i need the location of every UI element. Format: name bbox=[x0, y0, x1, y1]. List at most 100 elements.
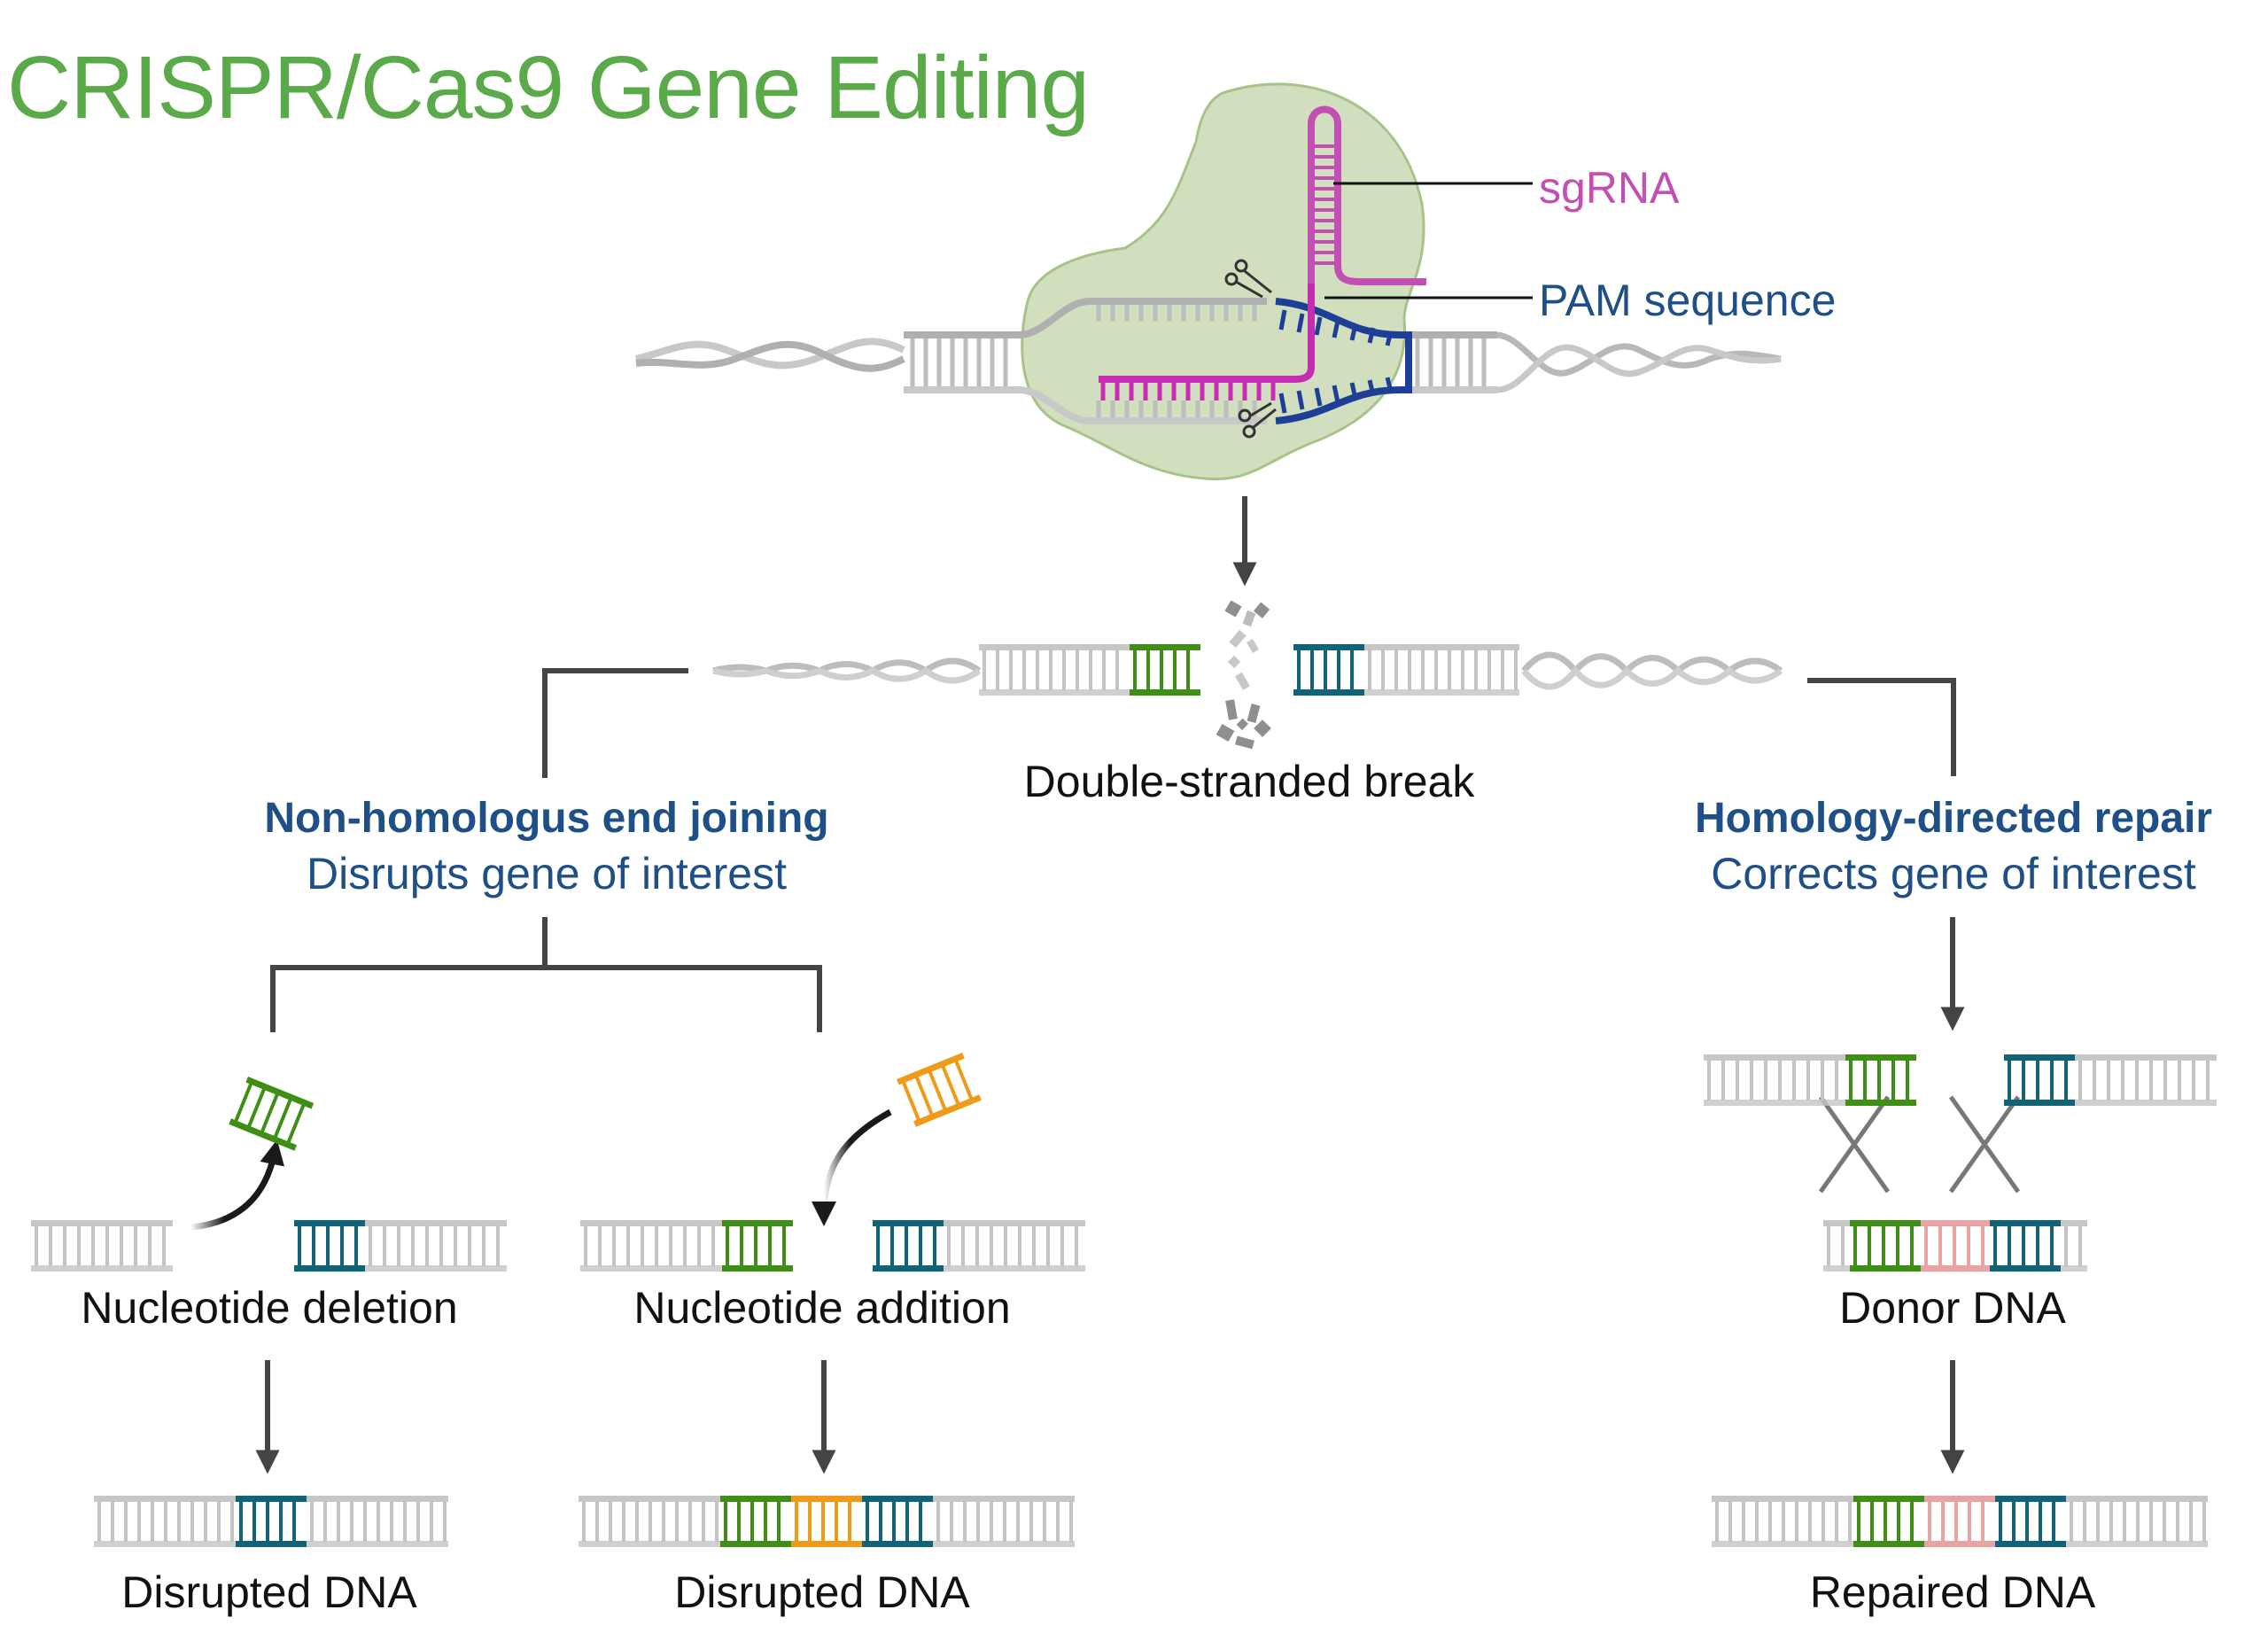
ladder-rail bbox=[307, 1496, 448, 1502]
inserted-fragment bbox=[897, 1053, 982, 1127]
deletion-result-label: Disrupted DNA bbox=[121, 1567, 417, 1617]
broken-dna bbox=[712, 644, 1783, 696]
ladder-rail bbox=[873, 1220, 944, 1226]
ladder-rail bbox=[1850, 1265, 1921, 1272]
scissors-icon bbox=[1224, 259, 1277, 439]
ladder-rail bbox=[791, 1496, 862, 1502]
ladder-rail bbox=[294, 1220, 365, 1226]
ladder-rung bbox=[234, 1083, 253, 1123]
ladder-rail bbox=[1823, 1220, 1850, 1226]
repaired-dna-strand bbox=[1712, 1496, 2208, 1547]
ladder-rail bbox=[1924, 1541, 1995, 1547]
ladder-rail bbox=[1850, 1220, 1921, 1226]
ladder-rail bbox=[1712, 1496, 1853, 1502]
ladder-rung bbox=[260, 1093, 279, 1133]
break-label: Double-stranded break bbox=[1023, 757, 1475, 806]
ladder-rail bbox=[365, 1220, 507, 1226]
ladder-rail bbox=[944, 1265, 1085, 1272]
ladder-rail bbox=[944, 1220, 1085, 1226]
ladder-rail bbox=[933, 1496, 1075, 1502]
hdr-title: Homology-directed repair bbox=[1694, 795, 2213, 842]
ladder-rail bbox=[2075, 1100, 2217, 1106]
pam-rung bbox=[1332, 320, 1340, 338]
pam-rung bbox=[1385, 331, 1394, 346]
ladder-rail bbox=[1853, 1541, 1924, 1547]
ladder-rail bbox=[365, 1265, 507, 1272]
sgrna-label: sgRNA bbox=[1539, 163, 1680, 213]
repaired-result-label: Repaired DNA bbox=[1809, 1567, 2096, 1617]
ladder-rail bbox=[720, 1496, 791, 1502]
hdr-left-strand bbox=[1704, 1054, 1916, 1106]
nhej-subtitle: Disrupts gene of interest bbox=[307, 849, 787, 898]
ladder-rung bbox=[954, 1060, 974, 1100]
ladder-rail bbox=[1364, 644, 1519, 650]
dna-ladders bbox=[31, 1053, 2217, 1547]
deleted-fragment bbox=[229, 1077, 315, 1151]
target-dna bbox=[635, 298, 1782, 424]
ladder-rail bbox=[1364, 689, 1519, 696]
ladder-rail bbox=[979, 689, 1130, 696]
ladder-rail bbox=[1924, 1496, 1995, 1502]
ladder-rail bbox=[294, 1265, 365, 1272]
ladder-rail bbox=[31, 1265, 173, 1272]
ladder-rail bbox=[2061, 1220, 2087, 1226]
helix-strand bbox=[1521, 651, 1783, 676]
ladder-rail bbox=[722, 1265, 793, 1272]
ladder-rail bbox=[1990, 1265, 2061, 1272]
ladder-rail bbox=[2004, 1054, 2075, 1061]
deletion-arrow bbox=[190, 1139, 284, 1231]
ladder-rail bbox=[2066, 1496, 2208, 1502]
ladder-rail bbox=[236, 1541, 307, 1547]
addition-right-strand bbox=[873, 1220, 1085, 1272]
ladder-rail bbox=[1130, 644, 1200, 650]
pam-rung bbox=[1278, 309, 1287, 331]
ladder-rail bbox=[94, 1541, 236, 1547]
ladder-rail bbox=[1704, 1100, 1845, 1106]
ladder-rail bbox=[897, 1053, 965, 1085]
ladder-rail bbox=[1995, 1496, 2066, 1502]
ladder-rail bbox=[1704, 1054, 1845, 1061]
pam-rung bbox=[1349, 323, 1358, 341]
ladder-rail bbox=[1845, 1054, 1916, 1061]
deletion-label: Nucleotide deletion bbox=[81, 1283, 458, 1333]
ladder-rail bbox=[1845, 1100, 1916, 1106]
nhej-title: Non-homologus end joining bbox=[264, 795, 829, 842]
ladder-rail bbox=[1130, 689, 1200, 696]
ladder-rail bbox=[2066, 1541, 2208, 1547]
addition-result-strand bbox=[579, 1496, 1075, 1547]
ladder-rail bbox=[979, 644, 1130, 650]
ladder-rail bbox=[1853, 1496, 1924, 1502]
ladder-rail bbox=[579, 1496, 720, 1502]
break-right-end bbox=[1293, 644, 1519, 696]
ladder-rail bbox=[31, 1220, 173, 1226]
ladder-rail bbox=[791, 1541, 862, 1547]
ladder-rail bbox=[229, 1118, 298, 1151]
ladder-rail bbox=[236, 1496, 307, 1502]
deletion-result-strand bbox=[94, 1496, 448, 1547]
ladder-rung bbox=[941, 1065, 960, 1105]
addition-result-label: Disrupted DNA bbox=[674, 1567, 970, 1617]
ladder-rail bbox=[1293, 644, 1364, 650]
hdr-connector bbox=[1807, 678, 1956, 776]
ladder-rail bbox=[862, 1541, 933, 1547]
pam-rung bbox=[1296, 390, 1305, 410]
ladder-rail bbox=[1921, 1265, 1990, 1272]
ladder-rail bbox=[873, 1265, 944, 1272]
ladder-rail bbox=[933, 1541, 1075, 1547]
ladder-rail bbox=[722, 1220, 793, 1226]
nhej-connector bbox=[270, 668, 822, 1032]
ladder-rail bbox=[913, 1094, 982, 1127]
pam-rung bbox=[1349, 382, 1358, 400]
deletion-left-strand bbox=[31, 1220, 173, 1272]
ladder-rail bbox=[1712, 1541, 1853, 1547]
helix-strand bbox=[1521, 665, 1783, 690]
ladder-rung bbox=[928, 1070, 947, 1110]
page-title: CRISPR/Cas9 Gene Editing bbox=[7, 38, 1090, 137]
ladder-rail bbox=[1990, 1220, 2061, 1226]
ladder-rail bbox=[245, 1077, 315, 1109]
ladder-rail bbox=[580, 1220, 722, 1226]
hdr-subtitle: Corrects gene of interest bbox=[1711, 849, 2196, 898]
ladder-rung bbox=[273, 1099, 292, 1139]
